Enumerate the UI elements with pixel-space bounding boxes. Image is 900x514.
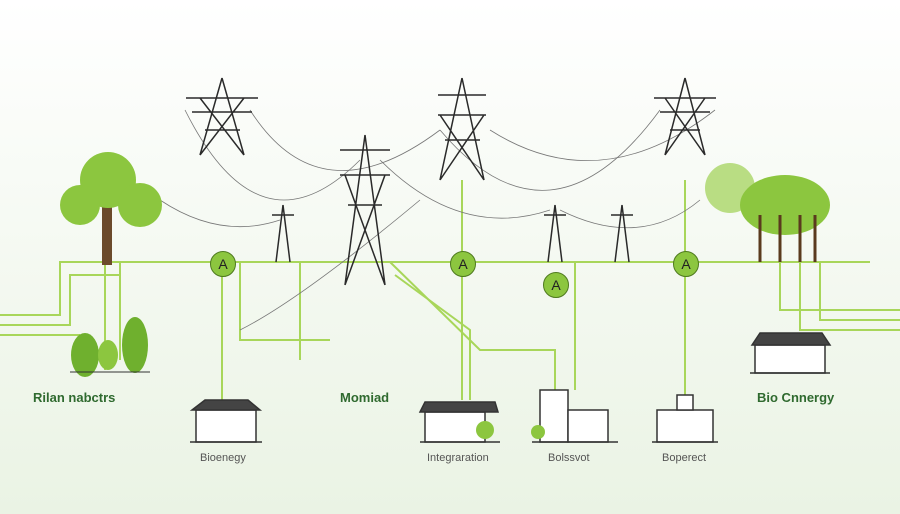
grid-node[interactable]: A: [210, 251, 236, 277]
building-label: Integraration: [427, 452, 489, 464]
grid-node[interactable]: A: [450, 251, 476, 277]
tree-left: [60, 152, 162, 265]
grid-node[interactable]: A: [543, 272, 569, 298]
label-right: Bio Cnnergy: [757, 390, 835, 405]
building-label: Bolssvot: [548, 452, 590, 464]
grid-node[interactable]: A: [673, 251, 699, 277]
grid-lines: [0, 180, 900, 405]
small-trees-left: [70, 317, 150, 377]
building-label: Boperect: [662, 452, 707, 464]
buildings: [189, 332, 832, 443]
forest-right: [705, 163, 830, 262]
label-left: Rilan nabctrs: [33, 390, 116, 405]
building-label: Bioenegy: [200, 452, 246, 464]
transmission-towers: [186, 77, 716, 286]
label-center: Momiad: [340, 390, 390, 405]
